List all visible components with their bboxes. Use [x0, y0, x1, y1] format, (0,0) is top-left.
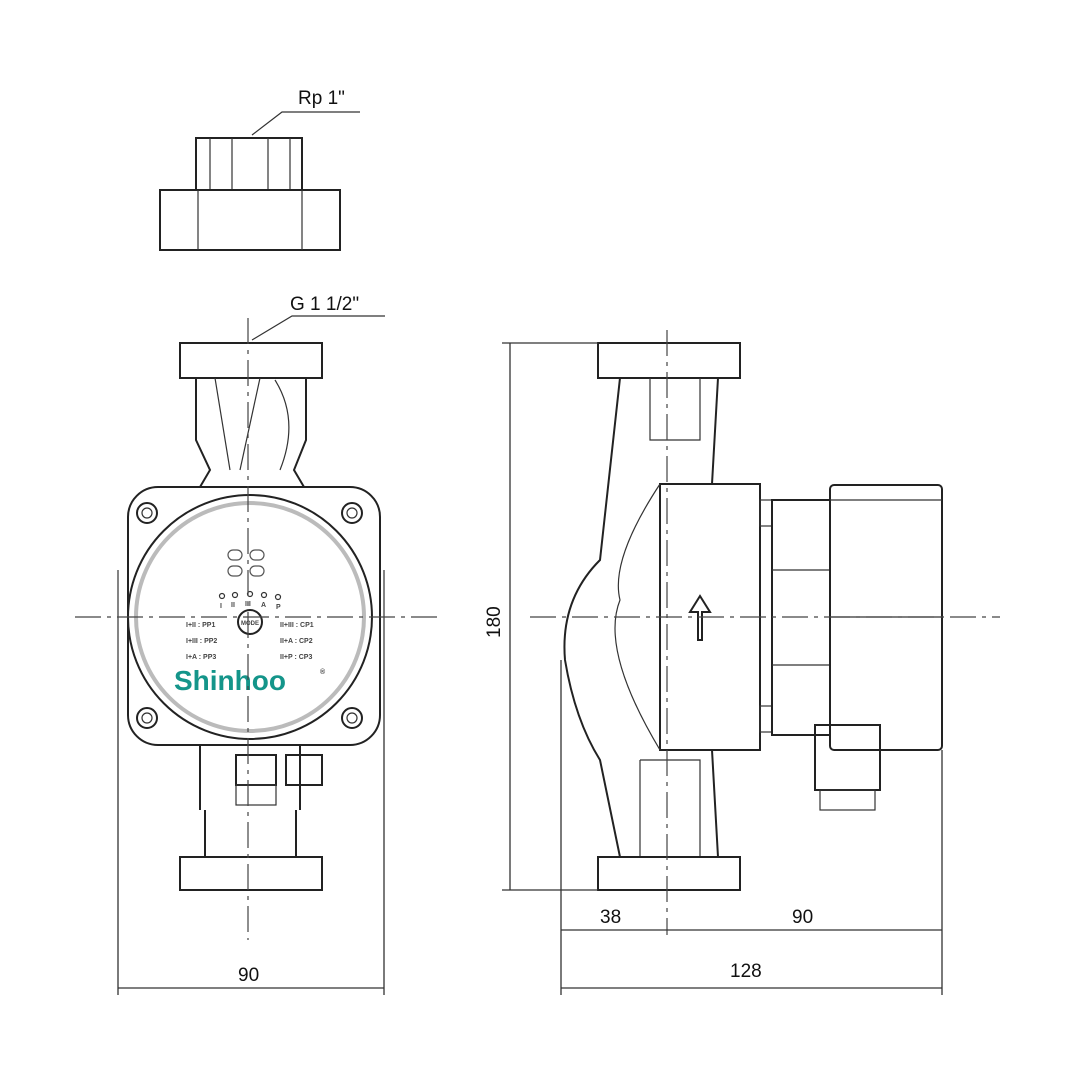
- led-label: I: [220, 603, 222, 610]
- side-right-dimension: 90: [792, 907, 813, 928]
- svg-text:MODE: MODE: [241, 621, 259, 627]
- mode-label: II+III : CP1: [280, 622, 314, 629]
- mode-label: I+III : PP2: [186, 638, 217, 645]
- led-label: II: [231, 602, 235, 609]
- flow-arrow-icon: [688, 594, 712, 641]
- side-left-dimension: 38: [600, 907, 621, 928]
- union-thread-label: Rp 1": [298, 88, 345, 109]
- mode-label: I+II : PP1: [186, 622, 215, 629]
- control-panel: I II III A P MODE I+II : PP1 I+III : PP2…: [174, 549, 326, 696]
- mode-label: II+P : CP3: [280, 654, 312, 661]
- registered-mark: ®: [320, 668, 326, 676]
- mode-label: I+A : PP3: [186, 654, 216, 661]
- side-total-dimension: 128: [730, 961, 762, 982]
- mode-button[interactable]: MODE: [237, 609, 263, 635]
- mode-label: II+A : CP2: [280, 638, 313, 645]
- flange-thread-label: G 1 1/2": [290, 294, 359, 315]
- led-label: P: [276, 604, 281, 611]
- brand-logo: Shinhoo: [174, 665, 286, 696]
- led-label: A: [261, 602, 266, 609]
- front-view: I II III A P MODE I+II : PP1 I+III : PP2…: [117, 294, 385, 891]
- height-dimension: 180: [484, 606, 505, 638]
- front-width-dimension: 90: [238, 965, 259, 986]
- union-nut: Rp 1": [159, 88, 360, 251]
- dimensions: 90 180 38 90 128: [117, 342, 943, 995]
